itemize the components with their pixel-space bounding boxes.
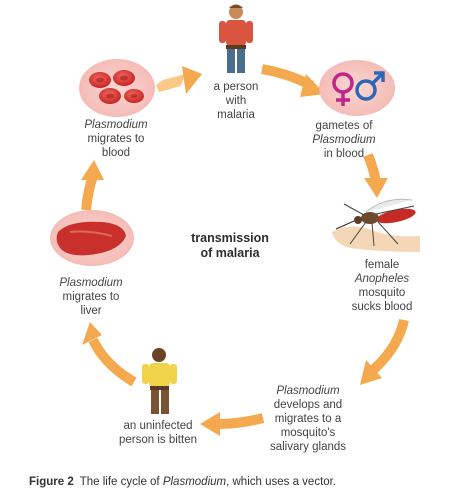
label-person-with-malaria: a person with malaria (198, 80, 274, 122)
label-line: blood (101, 147, 131, 159)
label-line: person is bitten (119, 434, 197, 446)
center-title-line: transmission (191, 231, 269, 245)
label-line: migrates to (87, 133, 145, 145)
liver-image (50, 210, 134, 266)
figure-caption: Figure 2 The life cycle of Plasmodium, wh… (29, 476, 336, 488)
caption-italic: Plasmodium (162, 476, 227, 488)
label-line: develops and (273, 399, 343, 411)
label-line: Plasmodium (312, 134, 376, 146)
center-title-line: of malaria (200, 246, 260, 260)
label-line: liver (80, 305, 102, 317)
label-liver: Plasmodium migrates to liver (48, 276, 134, 318)
label-line: Plasmodium (59, 277, 123, 289)
arrow-liver-to-blood (81, 160, 104, 211)
mosquito-image (332, 198, 420, 252)
label-line: Anopheles (354, 273, 410, 285)
arrow-mosquito-to-salivary (360, 318, 409, 385)
label-line: migrates to (62, 291, 120, 303)
arrow-gametes-to-mosquito (363, 153, 388, 198)
caption-text: , which uses a vector. (226, 476, 337, 488)
arrow-blood-to-person (156, 66, 202, 94)
label-line: malaria (217, 109, 255, 121)
label-salivary: Plasmodium develops and migrates to a mo… (260, 384, 356, 454)
arrow-bitten-to-liver (82, 322, 137, 387)
figure-number: Figure 2 (29, 476, 74, 488)
label-line: sucks blood (351, 301, 413, 313)
label-line: Plasmodium (84, 119, 148, 131)
label-line: mosquito (358, 287, 406, 299)
label-line: Plasmodium (276, 385, 340, 397)
label-mosquito: female Anopheles mosquito sucks blood (337, 258, 427, 314)
label-line: mosquito's (280, 427, 336, 439)
arrow-salivary-to-bitten (200, 412, 265, 436)
label-line: in blood (323, 148, 365, 160)
uninfected-person-figure (142, 348, 177, 414)
person-with-malaria-figure (219, 4, 253, 73)
label-line: with (225, 95, 247, 107)
label-line: an uninfected (123, 420, 193, 432)
label-line: a person (213, 81, 259, 93)
label-bitten: an uninfected person is bitten (106, 419, 210, 447)
gametes-image (319, 60, 395, 116)
arrow-person-to-gametes (261, 64, 325, 97)
label-line: salivary glands (269, 441, 347, 453)
label-line: female (364, 259, 400, 271)
label-gametes: gametes of Plasmodium in blood (302, 119, 386, 161)
label-line: migrates to a (274, 413, 342, 425)
label-blood: Plasmodium migrates to blood (73, 118, 159, 160)
caption-text: The life cycle of (79, 476, 163, 488)
center-title: transmission of malaria (160, 231, 300, 261)
blood-cells-image (79, 59, 155, 117)
label-line: gametes of (315, 120, 373, 132)
